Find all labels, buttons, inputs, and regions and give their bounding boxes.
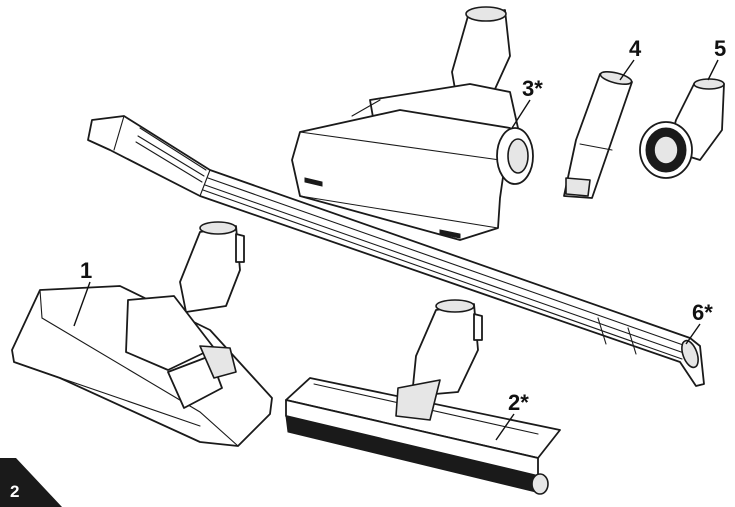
figure-number-badge: 2 <box>0 458 62 507</box>
callout-6: 6* <box>685 300 713 345</box>
callout-2: 2* <box>495 390 529 441</box>
parquet-brush-illustration <box>285 299 561 495</box>
dusting-brush-illustration <box>639 78 725 179</box>
callout-label-2: 2* <box>508 390 529 415</box>
figure-number: 2 <box>10 482 19 501</box>
extension-tube-illustration <box>87 115 705 387</box>
callout-label-1: 1 <box>80 258 92 283</box>
floor-nozzle-illustration <box>11 221 273 447</box>
callout-label-5: 5 <box>714 36 726 61</box>
callout-4: 4 <box>619 36 642 81</box>
callout-label-4: 4 <box>629 36 642 61</box>
callout-3: 3* <box>511 76 543 129</box>
callout-label-6: 6* <box>692 300 713 325</box>
callout-1: 1 <box>73 258 92 327</box>
callout-5: 5 <box>707 36 726 81</box>
turbo-brush-illustration <box>291 6 534 241</box>
callout-label-3: 3* <box>522 76 543 101</box>
crevice-tool-illustration <box>563 70 633 199</box>
